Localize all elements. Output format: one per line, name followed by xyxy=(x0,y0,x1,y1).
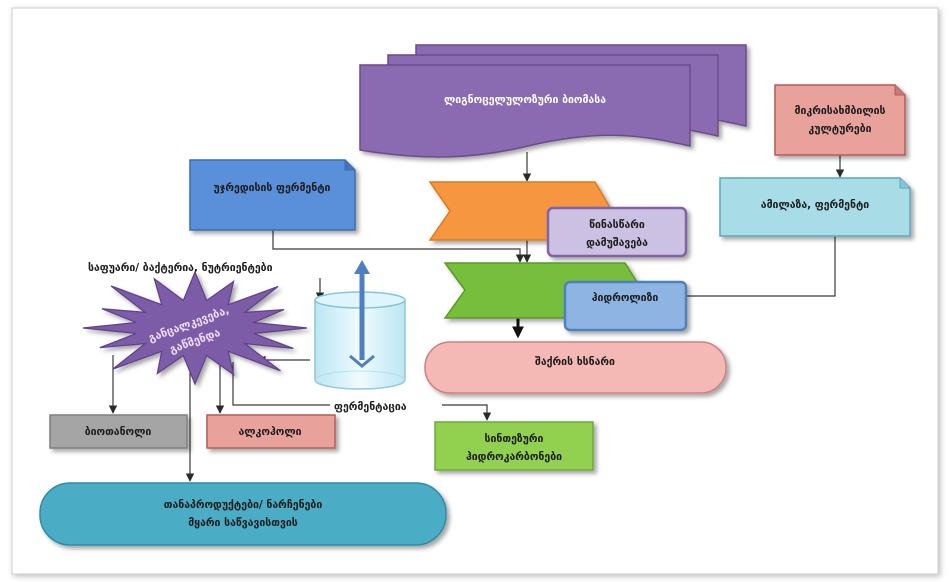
microbial-cultures-box xyxy=(774,84,906,156)
pretreatment-label-box xyxy=(546,206,688,258)
hydrolysis-label-box xyxy=(563,280,688,332)
alcohol-box xyxy=(206,414,336,449)
biomass-document-front xyxy=(359,64,691,158)
sugar-solution-shape xyxy=(424,341,727,394)
pretreatment-label-line2: დამუშავება xyxy=(586,237,648,249)
connector-cell-enzyme-to-hydrolysis xyxy=(272,230,525,263)
biomass-document-stack xyxy=(359,44,747,158)
stirrer-icon xyxy=(349,260,375,368)
synthetic-hydrocarbons-label-line2: ჰიდროკარბონები xyxy=(466,451,562,463)
yeast-bacteria-label: საფუარი/ ბაქტერია, ნუტრიენტები xyxy=(88,262,273,274)
cell-enzyme-box xyxy=(189,159,356,231)
coproducts-shape xyxy=(39,482,447,546)
fermentation-label: ფერმენტაცია xyxy=(334,401,407,413)
hydrolysis-label: ჰიდროლიზი xyxy=(592,292,659,304)
coproducts-label-line2: მყარი საწვავისთვის xyxy=(188,517,298,529)
biomass-label: ლიგნოცელულოზური ბიომასა xyxy=(444,94,606,106)
connector-amylase-to-hydrolysis xyxy=(686,236,836,297)
amylase-box xyxy=(719,177,911,237)
cell-enzyme-label: უჯრედისის ფერმენტი xyxy=(214,182,331,194)
connector-fermentation-to-synthetic xyxy=(442,404,492,421)
sugar-solution-label: შაქრის ხსნარი xyxy=(535,356,615,368)
bioethanol-label: ბიოთანოლი xyxy=(85,426,152,438)
alcohol-label: ალკოჰოლი xyxy=(238,426,301,438)
connector-fermentation-left xyxy=(232,362,330,406)
separation-starburst xyxy=(82,270,308,386)
microbial-cultures-label-line1: მიკრისახმბილის xyxy=(795,105,886,117)
amylase-label: ამილაზა, ფერმენტი xyxy=(761,199,870,211)
pretreatment-label-line1: წინასწარი xyxy=(589,219,645,231)
bioethanol-box xyxy=(49,414,188,449)
coproducts-label-line1: თანაპროდუქტები/ ნარჩენები xyxy=(164,499,323,511)
microbial-cultures-label-line2: კულტურები xyxy=(808,123,871,135)
synthetic-hydrocarbons-label-line1: სინთეზური xyxy=(485,433,544,445)
synthetic-hydrocarbons-box xyxy=(434,421,594,471)
